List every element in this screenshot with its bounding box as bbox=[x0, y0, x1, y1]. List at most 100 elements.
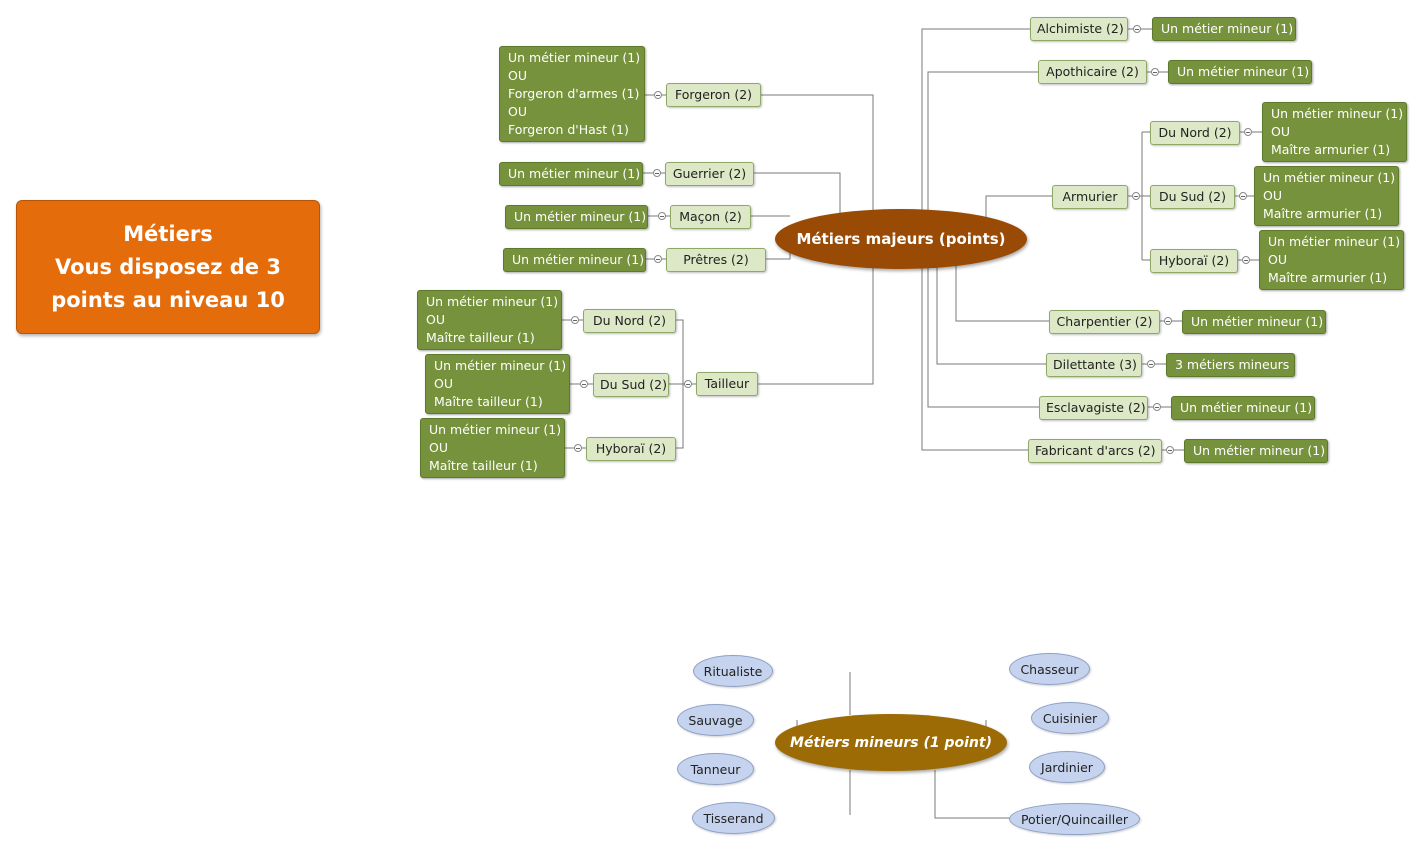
apothicaire-node[interactable]: Apothicaire (2) bbox=[1038, 60, 1147, 84]
macon-detail[interactable]: Un métier mineur (1) bbox=[505, 205, 648, 229]
detail-line: Un métier mineur (1) bbox=[1271, 106, 1404, 121]
forgeron-detail[interactable]: Un métier mineur (1) OU Forgeron d'armes… bbox=[499, 46, 645, 142]
collapse-toggle-icon[interactable] bbox=[1164, 317, 1172, 325]
collapse-toggle-icon[interactable] bbox=[654, 255, 662, 263]
tailleur-du-sud-detail[interactable]: Un métier mineur (1) OU Maître tailleur … bbox=[425, 354, 570, 414]
detail-line: Un métier mineur (1) bbox=[1161, 21, 1294, 36]
collapse-toggle-icon[interactable] bbox=[1242, 256, 1250, 264]
dilettante-detail[interactable]: 3 métiers mineurs bbox=[1166, 353, 1295, 377]
collapse-toggle-icon[interactable] bbox=[1151, 68, 1159, 76]
collapse-toggle-icon[interactable] bbox=[1132, 192, 1140, 200]
collapse-toggle-icon[interactable] bbox=[653, 169, 661, 177]
esclavagiste-detail[interactable]: Un métier mineur (1) bbox=[1171, 396, 1315, 420]
detail-line: OU bbox=[1263, 188, 1282, 203]
tailleur-du-nord-detail[interactable]: Un métier mineur (1) OU Maître tailleur … bbox=[417, 290, 562, 350]
armurier-hyborai-node[interactable]: Hyboraï (2) bbox=[1150, 249, 1238, 273]
armurier-du-nord-detail[interactable]: Un métier mineur (1) OU Maître armurier … bbox=[1262, 102, 1407, 162]
collapse-toggle-icon[interactable] bbox=[684, 380, 692, 388]
fabricant-arcs-detail[interactable]: Un métier mineur (1) bbox=[1184, 439, 1328, 463]
minor-tanneur[interactable]: Tanneur bbox=[677, 753, 754, 785]
apothicaire-detail[interactable]: Un métier mineur (1) bbox=[1168, 60, 1312, 84]
pretres-detail[interactable]: Un métier mineur (1) bbox=[503, 248, 646, 272]
collapse-toggle-icon[interactable] bbox=[1166, 446, 1174, 454]
collapse-toggle-icon[interactable] bbox=[1147, 360, 1155, 368]
minor-label: Potier/Quincailler bbox=[1020, 811, 1129, 827]
macon-node[interactable]: Maçon (2) bbox=[670, 205, 751, 229]
collapse-toggle-icon[interactable] bbox=[658, 212, 666, 220]
title-line: points au niveau 10 bbox=[51, 287, 285, 312]
tailleur-hyborai-detail[interactable]: Un métier mineur (1) OU Maître tailleur … bbox=[420, 418, 565, 478]
charpentier-label: Charpentier (2) bbox=[1056, 314, 1153, 329]
armurier-du-sud-detail[interactable]: Un métier mineur (1) OU Maître armurier … bbox=[1254, 166, 1399, 226]
guerrier-detail[interactable]: Un métier mineur (1) bbox=[499, 162, 643, 186]
minor-chasseur[interactable]: Chasseur bbox=[1009, 653, 1090, 685]
guerrier-node[interactable]: Guerrier (2) bbox=[665, 162, 754, 186]
minor-tisserand[interactable]: Tisserand bbox=[692, 802, 775, 834]
pretres-label: Prêtres (2) bbox=[683, 252, 749, 267]
major-central-node[interactable]: Métiers majeurs (points) bbox=[775, 209, 1027, 269]
detail-line: OU bbox=[508, 68, 527, 83]
detail-line: Un métier mineur (1) bbox=[1177, 64, 1310, 79]
tailleur-node[interactable]: Tailleur bbox=[696, 372, 758, 396]
minor-label: Sauvage bbox=[688, 712, 743, 728]
tailleur-du-sud-node[interactable]: Du Sud (2) bbox=[593, 373, 669, 397]
collapse-toggle-icon[interactable] bbox=[1244, 128, 1252, 136]
collapse-toggle-icon[interactable] bbox=[1239, 192, 1247, 200]
minor-jardinier[interactable]: Jardinier bbox=[1029, 751, 1105, 783]
minor-sauvage[interactable]: Sauvage bbox=[677, 704, 754, 736]
forgeron-node[interactable]: Forgeron (2) bbox=[666, 83, 761, 107]
guerrier-label: Guerrier (2) bbox=[672, 166, 747, 181]
collapse-toggle-icon[interactable] bbox=[574, 444, 582, 452]
charpentier-detail[interactable]: Un métier mineur (1) bbox=[1182, 310, 1326, 334]
detail-line: OU bbox=[429, 440, 448, 455]
charpentier-node[interactable]: Charpentier (2) bbox=[1049, 310, 1160, 334]
armurier-hyborai-label: Hyboraï (2) bbox=[1158, 253, 1230, 268]
title-line: Métiers bbox=[123, 221, 213, 246]
tailleur-hyborai-node[interactable]: Hyboraï (2) bbox=[586, 437, 676, 461]
minor-ritualiste[interactable]: Ritualiste bbox=[693, 655, 773, 687]
detail-line: Maître tailleur (1) bbox=[434, 394, 543, 409]
detail-line: Un métier mineur (1) bbox=[1268, 234, 1401, 249]
detail-line: Maître armurier (1) bbox=[1263, 206, 1383, 221]
detail-line: Un métier mineur (1) bbox=[508, 166, 641, 181]
minor-potier-quincailler[interactable]: Potier/Quincailler bbox=[1009, 803, 1140, 835]
dilettante-node[interactable]: Dilettante (3) bbox=[1046, 353, 1142, 377]
detail-line: OU bbox=[1271, 124, 1290, 139]
detail-line: 3 métiers mineurs bbox=[1175, 357, 1290, 372]
detail-line: Un métier mineur (1) bbox=[426, 294, 559, 309]
collapse-toggle-icon[interactable] bbox=[1133, 25, 1141, 33]
title-line: Vous disposez de 3 bbox=[55, 254, 281, 279]
armurier-hyborai-detail[interactable]: Un métier mineur (1) OU Maître armurier … bbox=[1259, 230, 1404, 290]
alchimiste-detail[interactable]: Un métier mineur (1) bbox=[1152, 17, 1296, 41]
dilettante-label: Dilettante (3) bbox=[1053, 357, 1137, 372]
tailleur-du-sud-label: Du Sud (2) bbox=[600, 377, 667, 392]
tailleur-hyborai-label: Hyboraï (2) bbox=[595, 441, 667, 456]
tailleur-label: Tailleur bbox=[704, 376, 750, 391]
armurier-du-sud-node[interactable]: Du Sud (2) bbox=[1150, 185, 1235, 209]
collapse-toggle-icon[interactable] bbox=[1153, 403, 1161, 411]
minor-cuisinier[interactable]: Cuisinier bbox=[1031, 702, 1109, 734]
pretres-node[interactable]: Prêtres (2) bbox=[666, 248, 766, 272]
collapse-toggle-icon[interactable] bbox=[580, 380, 588, 388]
detail-line: Un métier mineur (1) bbox=[429, 422, 562, 437]
minor-label: Chasseur bbox=[1020, 661, 1079, 677]
armurier-du-nord-node[interactable]: Du Nord (2) bbox=[1150, 121, 1240, 145]
armurier-node[interactable]: Armurier bbox=[1052, 185, 1128, 209]
alchimiste-node[interactable]: Alchimiste (2) bbox=[1030, 17, 1128, 41]
apothicaire-label: Apothicaire (2) bbox=[1046, 64, 1139, 79]
collapse-toggle-icon[interactable] bbox=[571, 316, 579, 324]
minor-label: Tisserand bbox=[703, 810, 764, 826]
detail-line: Un métier mineur (1) bbox=[512, 252, 645, 267]
detail-line: Un métier mineur (1) bbox=[434, 358, 567, 373]
armurier-du-sud-label: Du Sud (2) bbox=[1159, 189, 1226, 204]
collapse-toggle-icon[interactable] bbox=[654, 91, 662, 99]
fabricant-arcs-node[interactable]: Fabricant d'arcs (2) bbox=[1028, 439, 1162, 463]
detail-line: OU bbox=[508, 104, 527, 119]
tailleur-du-nord-node[interactable]: Du Nord (2) bbox=[583, 309, 676, 333]
armurier-du-nord-label: Du Nord (2) bbox=[1158, 125, 1232, 140]
minor-label: Jardinier bbox=[1041, 759, 1093, 775]
esclavagiste-node[interactable]: Esclavagiste (2) bbox=[1039, 396, 1148, 420]
minor-central-node[interactable]: Métiers mineurs (1 point) bbox=[775, 714, 1007, 771]
detail-line: Un métier mineur (1) bbox=[1193, 443, 1326, 458]
